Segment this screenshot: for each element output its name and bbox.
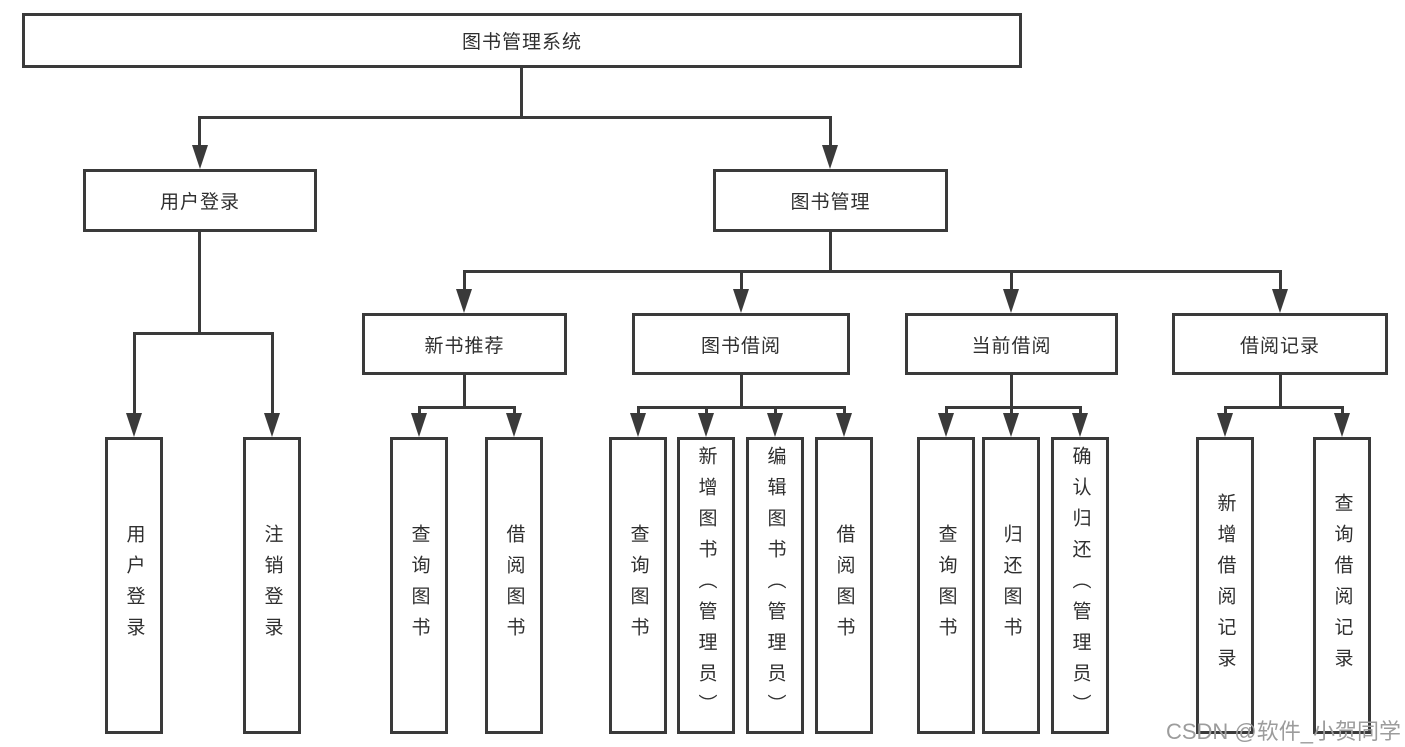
arrow-down-icon xyxy=(1217,413,1233,437)
connector-line xyxy=(1224,406,1227,416)
connector-line xyxy=(843,406,846,416)
connector-line xyxy=(637,406,640,416)
leaf-query-books-label-2: 查询图书 xyxy=(627,523,649,648)
connector-line xyxy=(463,270,466,291)
arrow-down-icon xyxy=(733,289,749,313)
book-management-branch-box: 图书管理 xyxy=(713,169,948,232)
book-management-branch-label: 图书管理 xyxy=(790,192,871,213)
leaf-add-book-admin-box: 新增图书（管理员） xyxy=(677,437,735,734)
connector-line xyxy=(740,270,743,291)
arrow-down-icon xyxy=(126,413,142,437)
arrow-down-icon xyxy=(456,289,472,313)
leaf-borrow-books-box-1: 借阅图书 xyxy=(485,437,543,734)
borrow-record-label: 借阅记录 xyxy=(1239,335,1320,357)
connector-line xyxy=(198,116,201,148)
arrow-down-icon xyxy=(698,413,714,437)
current-borrow-box: 当前借阅 xyxy=(905,313,1118,375)
arrow-down-icon xyxy=(264,413,280,437)
connector-line xyxy=(198,231,201,334)
leaf-borrow-books-box-2: 借阅图书 xyxy=(815,437,873,734)
leaf-confirm-return-admin-label: 确认归还（管理员） xyxy=(1069,446,1091,725)
connector-line xyxy=(198,116,832,119)
leaf-edit-book-admin-label: 编辑图书（管理员） xyxy=(764,446,786,725)
connector-line xyxy=(418,406,421,416)
leaf-return-book-box: 归还图书 xyxy=(982,437,1040,734)
connector-line xyxy=(1010,406,1013,416)
connector-line xyxy=(1010,270,1013,291)
new-book-recommend-label: 新书推荐 xyxy=(424,335,505,357)
leaf-query-books-label-1: 查询图书 xyxy=(408,523,430,648)
arrow-down-icon xyxy=(767,413,783,437)
leaf-query-books-label-3: 查询图书 xyxy=(935,523,957,648)
connector-line xyxy=(1079,406,1082,416)
arrow-down-icon xyxy=(411,413,427,437)
arrow-down-icon xyxy=(1272,289,1288,313)
connector-line xyxy=(705,406,708,416)
connector-line xyxy=(271,332,274,415)
leaf-add-book-admin-label: 新增图书（管理员） xyxy=(695,446,717,725)
book-borrow-box: 图书借阅 xyxy=(632,313,850,375)
connector-line xyxy=(520,68,523,118)
connector-line xyxy=(1341,406,1344,416)
root-box: 图书管理系统 xyxy=(22,13,1022,68)
leaf-logout-box: 注销登录 xyxy=(243,437,301,734)
arrow-down-icon xyxy=(630,413,646,437)
connector-line xyxy=(463,374,466,408)
connector-line xyxy=(774,406,777,416)
connector-line xyxy=(1279,374,1282,408)
connector-line xyxy=(945,406,1082,409)
arrow-down-icon xyxy=(192,145,208,169)
connector-line xyxy=(1010,374,1013,408)
connector-line xyxy=(740,374,743,408)
watermark-text: CSDN @软件_小贺同学 xyxy=(1165,719,1401,744)
arrow-down-icon xyxy=(1334,413,1350,437)
borrow-record-box: 借阅记录 xyxy=(1172,313,1388,375)
current-borrow-label: 当前借阅 xyxy=(971,335,1052,357)
user-login-branch-label: 用户登录 xyxy=(159,192,240,213)
connector-line xyxy=(829,231,832,272)
leaf-add-borrow-record-box: 新增借阅记录 xyxy=(1196,437,1254,734)
connector-line xyxy=(637,406,846,409)
leaf-query-borrow-record-label: 查询借阅记录 xyxy=(1331,492,1353,679)
leaf-logout-label: 注销登录 xyxy=(261,523,283,648)
arrow-down-icon xyxy=(506,413,522,437)
leaf-query-books-box-2: 查询图书 xyxy=(609,437,667,734)
leaf-user-login-label: 用户登录 xyxy=(123,523,145,648)
root-label: 图书管理系统 xyxy=(461,32,582,53)
connector-line xyxy=(1279,270,1282,291)
connector-line xyxy=(133,332,136,415)
new-book-recommend-box: 新书推荐 xyxy=(362,313,567,375)
connector-line xyxy=(1224,406,1344,409)
connector-line xyxy=(463,270,1281,273)
leaf-query-books-box-1: 查询图书 xyxy=(390,437,448,734)
connector-line xyxy=(829,116,832,148)
arrow-down-icon xyxy=(1072,413,1088,437)
leaf-borrow-books-label-1: 借阅图书 xyxy=(503,523,525,648)
leaf-query-books-box-3: 查询图书 xyxy=(917,437,975,734)
leaf-edit-book-admin-box: 编辑图书（管理员） xyxy=(746,437,804,734)
book-borrow-label: 图书借阅 xyxy=(700,335,781,357)
connector-line xyxy=(133,332,274,335)
leaf-return-book-label: 归还图书 xyxy=(1000,523,1022,648)
leaf-confirm-return-admin-box: 确认归还（管理员） xyxy=(1051,437,1109,734)
leaf-query-borrow-record-box: 查询借阅记录 xyxy=(1313,437,1371,734)
arrow-down-icon xyxy=(1003,413,1019,437)
arrow-down-icon xyxy=(822,145,838,169)
user-login-branch-box: 用户登录 xyxy=(83,169,317,232)
connector-line xyxy=(945,406,948,416)
connector-line xyxy=(513,406,516,416)
arrow-down-icon xyxy=(938,413,954,437)
connector-line xyxy=(418,406,516,409)
leaf-add-borrow-record-label: 新增借阅记录 xyxy=(1214,492,1236,679)
leaf-borrow-books-label-2: 借阅图书 xyxy=(833,523,855,648)
leaf-user-login-box: 用户登录 xyxy=(105,437,163,734)
arrow-down-icon xyxy=(836,413,852,437)
arrow-down-icon xyxy=(1003,289,1019,313)
